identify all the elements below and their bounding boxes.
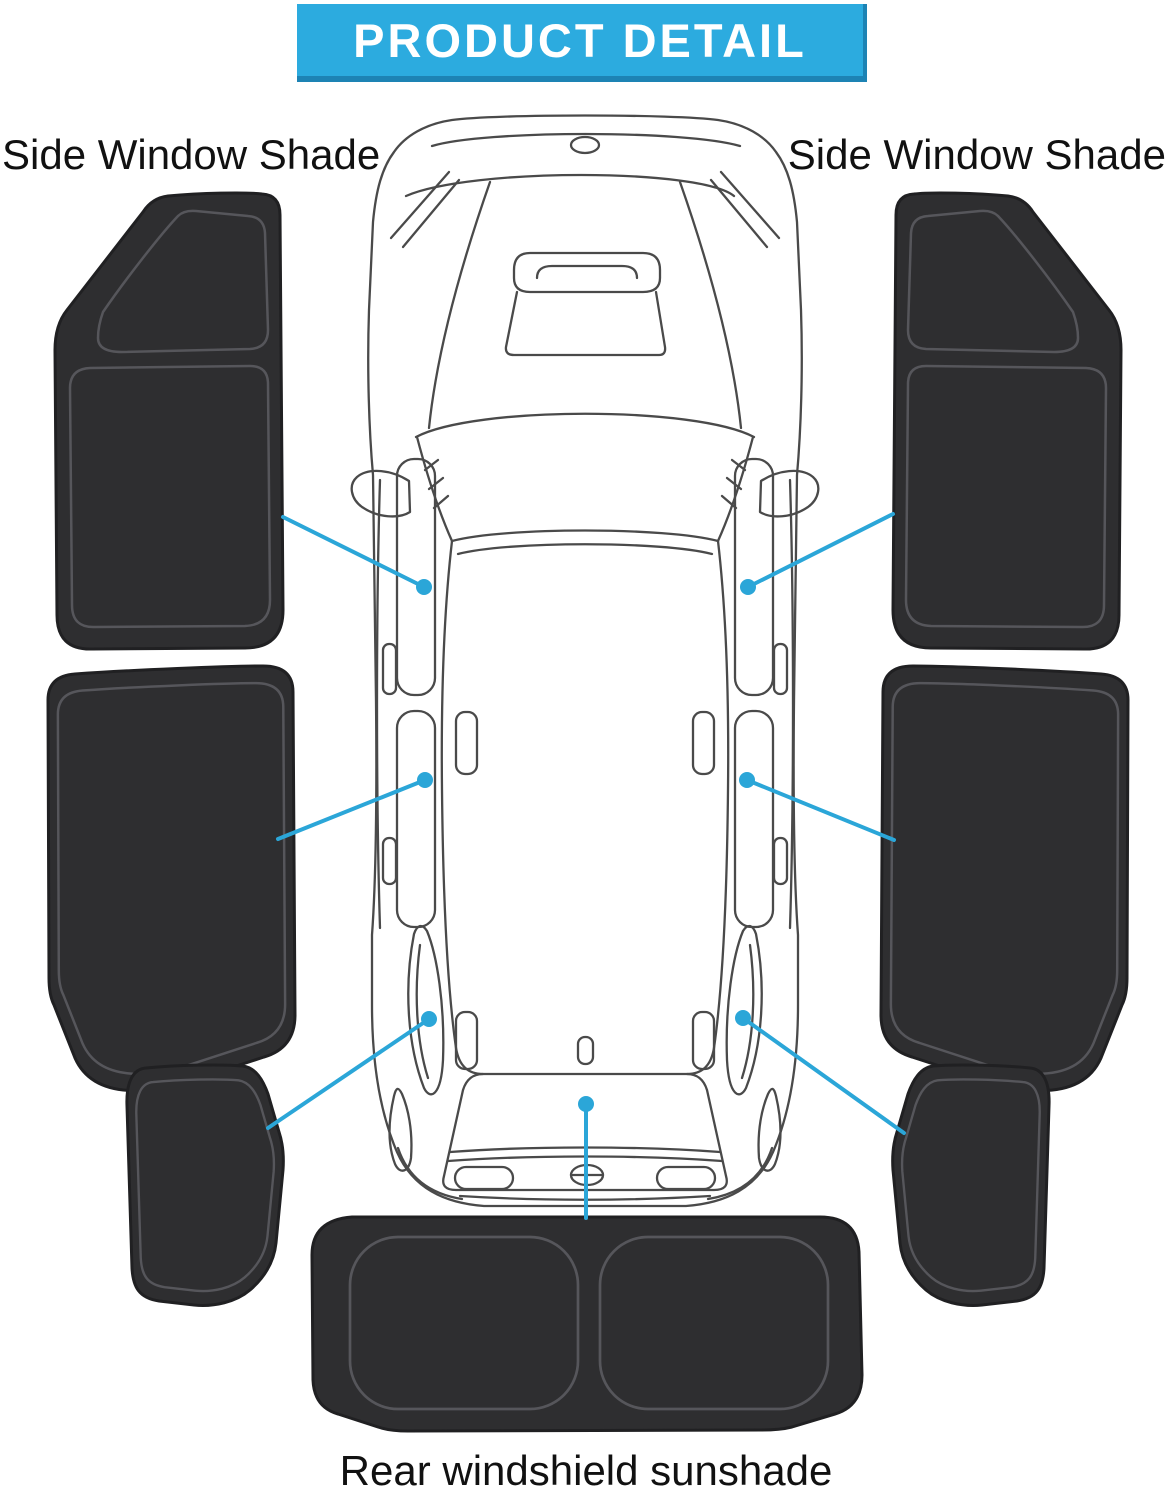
shade-rear-windshield-stitch-left <box>348 1235 580 1411</box>
front-door-window <box>395 457 437 697</box>
side-mirror <box>350 469 412 518</box>
car-hood-scoop-inner <box>535 264 639 280</box>
car-windshield-cowl-arc <box>414 412 756 439</box>
shade-front-left-stitch-top <box>96 209 270 354</box>
car-front-bumper-line <box>430 132 742 148</box>
car-hood-scoop-skirt <box>504 290 667 357</box>
leader-rear-right <box>745 778 896 842</box>
dot-front-right-window <box>740 579 756 595</box>
car-antenna <box>576 1035 595 1066</box>
door-handle-rear <box>381 836 398 886</box>
shade-front-left <box>53 191 285 651</box>
car-front-emblem <box>569 135 601 155</box>
car-right-side-details <box>655 170 820 1201</box>
car-roof-front-edge <box>450 529 720 543</box>
leader-rear-left <box>276 778 427 841</box>
label-rear-windshield-sunshade: Rear windshield sunshade <box>339 1447 833 1489</box>
rear-corner-line <box>396 1146 464 1201</box>
side-shades-left-group <box>46 191 297 1307</box>
header-banner: PRODUCT DETAIL <box>297 4 867 82</box>
quarter-window <box>407 924 445 1096</box>
callout-dots <box>416 579 756 1112</box>
dot-quarter-right-window <box>735 1010 751 1026</box>
sunshade-pieces <box>46 191 1128 1433</box>
label-side-window-shade-left: Side Window Shade <box>2 131 381 178</box>
shade-quarter-left <box>125 1063 285 1307</box>
dot-rear-left-window <box>417 772 433 788</box>
roof-rail-block-2 <box>454 1010 479 1071</box>
side-shades-right-group <box>881 193 1128 1305</box>
leader-quarter-right <box>741 1016 906 1135</box>
label-side-window-shade-right: Side Window Shade <box>787 131 1166 178</box>
shade-rear-windshield-stitch-right <box>598 1235 830 1411</box>
car-body-outline <box>367 114 803 1208</box>
dot-rear-windshield <box>578 1096 594 1112</box>
car-hood-scoop <box>512 251 662 294</box>
car-left-side-details <box>350 170 515 1201</box>
shade-rear-left <box>46 664 297 1093</box>
roof-side-edge <box>440 539 485 1076</box>
car-roof-front-edge-2 <box>456 543 714 556</box>
dot-rear-right-window <box>739 772 755 788</box>
car-top-view-illustration <box>350 114 820 1208</box>
fender-slash-2 <box>401 178 461 249</box>
shade-front-left-stitch-main <box>68 364 272 629</box>
page-title: PRODUCT DETAIL <box>353 13 807 67</box>
quarter-window-inner <box>415 943 430 1080</box>
car-rear-window <box>442 1072 728 1192</box>
shade-rear-windshield <box>310 1215 864 1433</box>
callout-leaders <box>266 512 906 1220</box>
a-pillar <box>415 435 454 543</box>
door-handle-front <box>381 642 398 696</box>
leader-front-left <box>281 515 426 589</box>
dot-quarter-left-window <box>421 1011 437 1027</box>
car-cowl-line <box>404 173 736 198</box>
tail-light <box>388 1087 413 1172</box>
leader-front-right <box>746 512 895 589</box>
fender-slash-1 <box>389 170 451 240</box>
leader-quarter-left <box>266 1017 431 1130</box>
hood-crease <box>427 180 492 430</box>
bumper-cutout <box>453 1165 515 1191</box>
a-pillar-hatch-3 <box>432 494 450 510</box>
side-seam <box>375 478 382 930</box>
rear-door-window <box>395 709 437 929</box>
roof-rail-block-1 <box>454 710 479 776</box>
dot-front-left-window <box>416 579 432 595</box>
